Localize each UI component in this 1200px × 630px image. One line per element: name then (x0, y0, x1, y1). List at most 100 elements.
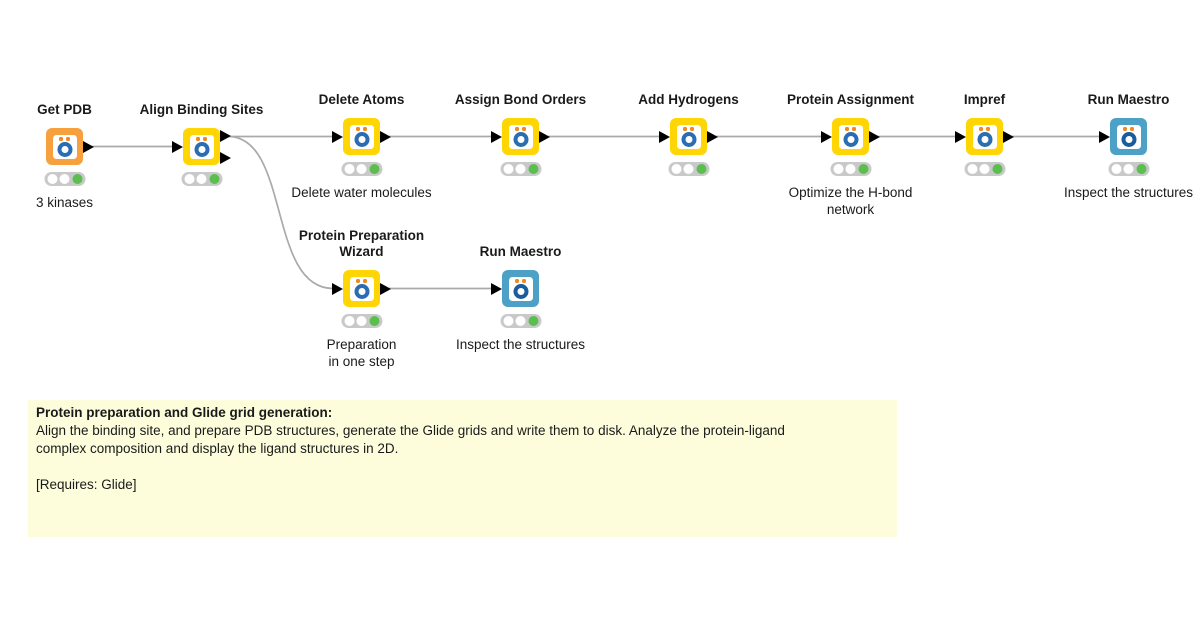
node-body[interactable] (670, 118, 707, 155)
output-port[interactable] (83, 140, 94, 153)
status-light-green (369, 316, 379, 326)
status-light-green (528, 316, 538, 326)
annotation-requires: [Requires: Glide] (36, 477, 137, 492)
status-light-green (992, 164, 1002, 174)
node-body[interactable] (502, 270, 539, 307)
output-port[interactable] (380, 130, 391, 143)
output-port[interactable] (380, 282, 391, 295)
input-port[interactable] (955, 130, 966, 143)
status-light (671, 164, 681, 174)
node-body[interactable] (46, 128, 83, 165)
output-port[interactable] (1003, 130, 1014, 143)
node-delete-atoms[interactable]: Delete Atoms Delete water molecules (291, 92, 431, 200)
node-title: Get PDB (37, 102, 92, 117)
node-title: Assign Bond Orders (454, 92, 587, 107)
input-port[interactable] (332, 130, 343, 143)
traffic-light (500, 314, 541, 328)
node-body[interactable] (343, 118, 380, 155)
node-run-maestro[interactable]: Run Maestro Inspect the structures (456, 244, 585, 352)
node-add-hydrogens[interactable]: Add Hydrogens (638, 92, 739, 176)
node-body[interactable] (183, 128, 220, 165)
traffic-light (1108, 162, 1149, 176)
node-body[interactable] (832, 118, 869, 155)
schrodinger-icon (838, 124, 863, 149)
traffic-light (341, 162, 382, 176)
node-title: Delete Atoms (318, 92, 405, 107)
status-light-green (696, 164, 706, 174)
node-body[interactable] (966, 118, 1003, 155)
output-port[interactable] (539, 130, 550, 143)
node-get-pdb[interactable]: Get PDB 3 kinases (36, 102, 94, 210)
workflow-annotation[interactable]: Protein preparation and Glide grid gener… (28, 400, 897, 537)
input-port[interactable] (821, 130, 832, 143)
traffic-light (964, 162, 1005, 176)
node-title: Run Maestro (479, 244, 562, 259)
status-light (344, 316, 354, 326)
input-port[interactable] (491, 282, 502, 295)
status-light (344, 164, 354, 174)
status-light (1123, 164, 1134, 174)
status-light (833, 164, 843, 174)
output-port[interactable] (220, 152, 231, 164)
output-port[interactable] (707, 130, 718, 143)
node-body[interactable] (1110, 118, 1147, 155)
input-port[interactable] (172, 140, 183, 153)
status-light (979, 164, 990, 174)
node-body[interactable] (502, 118, 539, 155)
status-light (515, 316, 526, 326)
status-light (196, 174, 207, 184)
node-protein-preparation-wizard[interactable]: Protein Preparation Wizard Preparation i… (299, 228, 424, 369)
status-light-green (369, 164, 379, 174)
node-impref[interactable]: Impref (955, 92, 1014, 176)
traffic-light (44, 172, 85, 186)
input-port[interactable] (491, 130, 502, 143)
output-port[interactable] (220, 130, 231, 142)
status-light (845, 164, 856, 174)
schrodinger-icon (1116, 124, 1141, 149)
traffic-light (181, 172, 222, 186)
schrodinger-icon (676, 124, 701, 149)
node-assign-bond-orders[interactable]: Assign Bond Orders (455, 92, 586, 176)
schrodinger-icon (189, 134, 214, 159)
status-light (356, 316, 367, 326)
schrodinger-icon (972, 124, 997, 149)
status-light (503, 316, 513, 326)
annotation-title: Protein preparation and Glide grid gener… (36, 405, 333, 420)
node-comment: 3 kinases (35, 195, 94, 210)
input-port[interactable] (1099, 130, 1110, 143)
status-light (503, 164, 513, 174)
status-light (356, 164, 367, 174)
node-title: Protein Preparation Wizard (298, 228, 425, 259)
input-port[interactable] (332, 282, 343, 295)
schrodinger-icon (508, 276, 533, 301)
node-align-binding-sites[interactable]: Align Binding Sites (140, 102, 263, 186)
node-comment: Inspect the structures (1063, 185, 1194, 200)
node-title: Run Maestro (1087, 92, 1170, 107)
schrodinger-icon (349, 276, 374, 301)
connection-curve[interactable] (228, 135, 334, 290)
node-protein-assignment[interactable]: Protein Assignment Optimize the H-bond n… (787, 92, 914, 217)
schrodinger-icon (508, 124, 533, 149)
status-light (1111, 164, 1121, 174)
status-light-green (528, 164, 538, 174)
traffic-light (668, 162, 709, 176)
status-light (184, 174, 194, 184)
status-light (47, 174, 57, 184)
node-title: Protein Assignment (786, 92, 915, 107)
node-title: Add Hydrogens (638, 92, 739, 107)
node-title: Impref (963, 92, 1006, 107)
schrodinger-icon (349, 124, 374, 149)
node-title: Align Binding Sites (139, 102, 264, 117)
annotation-body: Align the binding site, and prepare PDB … (36, 423, 785, 456)
node-comment: Optimize the H-bond network (788, 185, 913, 217)
status-light-green (858, 164, 868, 174)
input-port[interactable] (659, 130, 670, 143)
status-light-green (1136, 164, 1146, 174)
node-run-maestro[interactable]: Run Maestro Inspect the structures (1064, 92, 1193, 200)
output-port[interactable] (869, 130, 880, 143)
node-body[interactable] (343, 270, 380, 307)
node-comment: Preparation in one step (326, 337, 397, 369)
status-light-green (209, 174, 219, 184)
